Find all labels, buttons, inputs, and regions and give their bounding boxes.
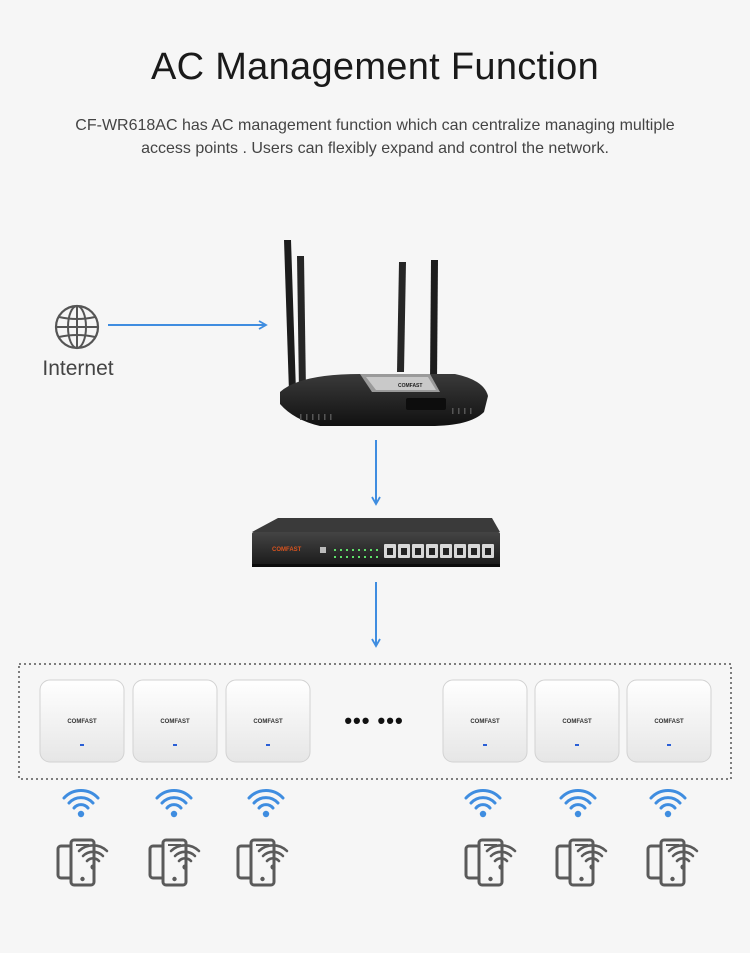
internet-label: Internet [42, 357, 114, 380]
router-brand: COMFAST [398, 383, 422, 389]
access-point: COMFAST [534, 679, 620, 763]
access-point: COMFAST [225, 679, 311, 763]
wifi-signal-icon [464, 788, 502, 819]
page-description: CF-WR618AC has AC management function wh… [75, 117, 675, 157]
mobile-devices-icon [646, 838, 699, 887]
wifi-signal-icon [649, 788, 687, 819]
mobile-devices-icon [148, 838, 201, 887]
ellipsis-indicator: ••• ••• [344, 708, 403, 733]
access-point: COMFAST [442, 679, 528, 763]
mobile-devices-icon [464, 838, 517, 887]
ap-brand: COMFAST [654, 719, 684, 725]
switch-brand: COMFAST [272, 547, 302, 553]
page-title: AC Management Function [150, 46, 600, 88]
router-icon: COMFAST [280, 240, 488, 426]
switch-icon: COMFAST [252, 518, 500, 567]
mobile-devices-icon [236, 838, 289, 887]
access-point: COMFAST [39, 679, 125, 763]
ap-brand: COMFAST [67, 719, 97, 725]
mobile-devices-icon [56, 838, 109, 887]
access-point: COMFAST [132, 679, 218, 763]
access-point: COMFAST [626, 679, 712, 763]
ap-brand: COMFAST [470, 719, 500, 725]
wifi-signal-icon [247, 788, 285, 819]
wifi-signal-icon [62, 788, 100, 819]
ap-brand: COMFAST [562, 719, 592, 725]
ap-brand: COMFAST [160, 719, 190, 725]
wifi-signal-icon [559, 788, 597, 819]
access-point-group [18, 663, 732, 780]
ap-brand: COMFAST [253, 719, 283, 725]
globe-icon [54, 304, 100, 350]
mobile-devices-icon [555, 838, 608, 887]
wifi-signal-icon [155, 788, 193, 819]
